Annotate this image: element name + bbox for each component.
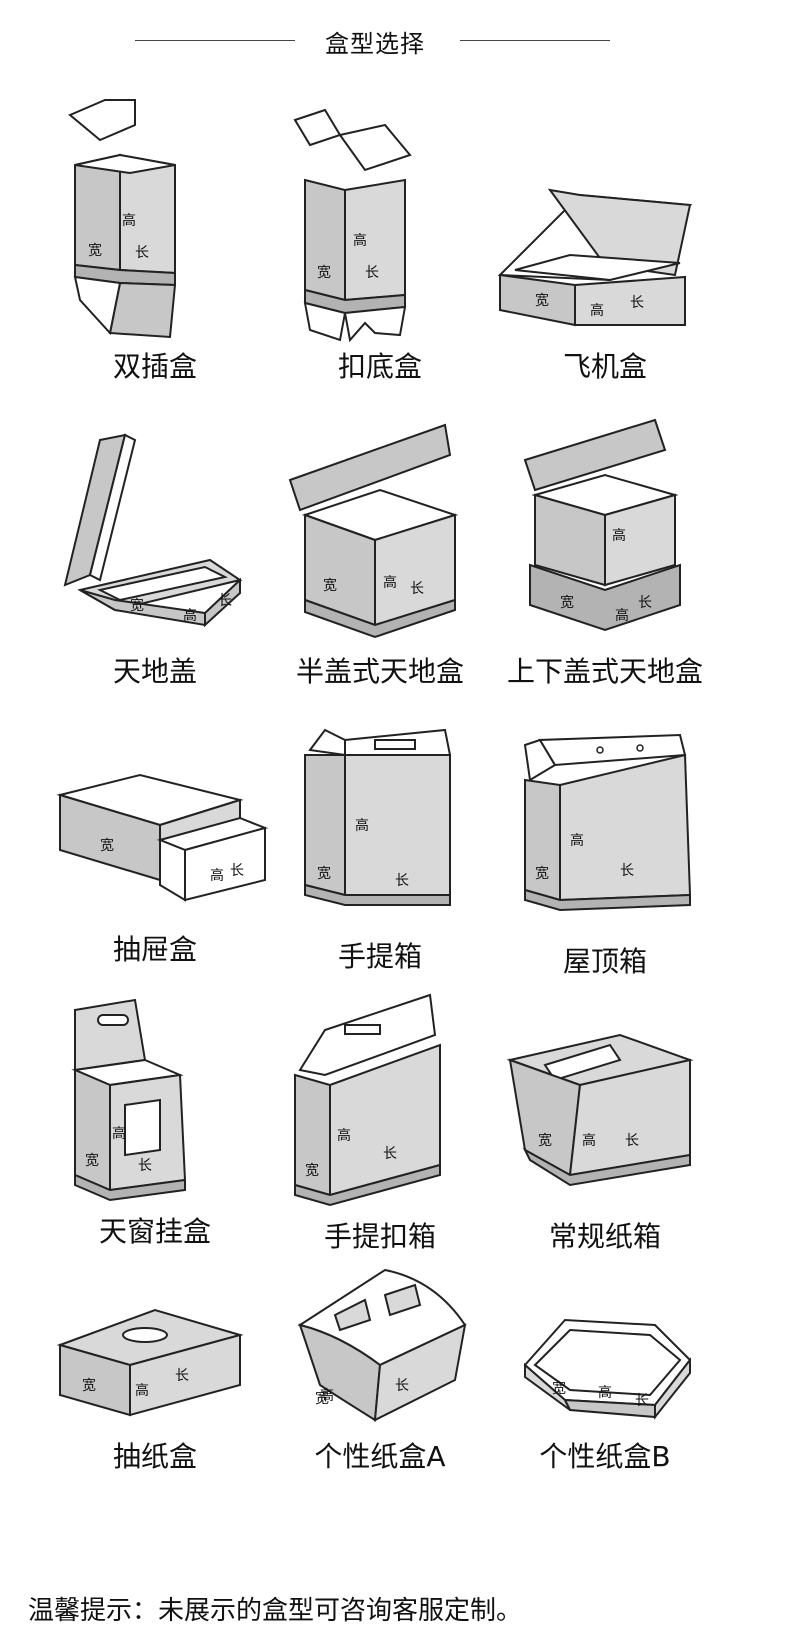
height-label: 高 (355, 817, 369, 834)
width-label: 宽 (88, 242, 102, 259)
height-label: 高 (112, 1125, 126, 1142)
length-label: 长 (620, 863, 634, 879)
length-label: 长 (218, 593, 232, 609)
height-label: 高 (183, 607, 197, 624)
height-label: 高 (210, 867, 224, 884)
mailer-box-icon: 宽 高 长 (497, 188, 693, 327)
box-option-custom-tray-a[interactable]: 高 宽 长 个性纸盒A (265, 1268, 495, 1585)
width-label: 宽 (552, 1380, 566, 1397)
box-option-tissue[interactable]: 宽 高 长 抽纸盒 (40, 1285, 270, 1585)
length-label: 长 (395, 873, 409, 889)
height-label: 高 (383, 574, 397, 591)
lock-bottom-box-icon: 宽 高 长 (293, 108, 412, 343)
length-label: 长 (230, 863, 244, 879)
length-label: 长 (410, 581, 424, 597)
lid-base-box-icon: 宽 高 长 (63, 433, 243, 628)
box-label: 天窗挂盒 (98, 1215, 211, 1248)
box-option-lock-bottom[interactable]: 宽 高 长 扣底盒 (265, 95, 495, 395)
height-label: 高 (122, 212, 136, 229)
footer-note: 温馨提示：未展示的盒型可咨询客服定制。 (28, 1596, 523, 1626)
length-label: 长 (138, 1158, 152, 1174)
length-label: 长 (135, 245, 149, 261)
top-bottom-lid-box-icon: 宽 高 高 长 (523, 418, 681, 632)
box-label: 手提扣箱 (323, 1220, 436, 1253)
header-divider-left (135, 40, 295, 41)
length-label: 长 (365, 265, 379, 281)
width-label: 宽 (535, 292, 549, 309)
box-option-drawer[interactable]: 宽 高 长 抽屉盒 (40, 710, 270, 1010)
box-label: 屋顶箱 (562, 945, 647, 978)
box-option-half-lid[interactable]: 宽 高 长 半盖式天地盒 (265, 415, 495, 715)
box-label: 手提箱 (337, 940, 422, 973)
width-label: 宽 (317, 865, 331, 882)
tuck-end-box-icon: 宽 高 长 (68, 99, 177, 339)
box-label: 上下盖式天地盒 (506, 655, 703, 688)
height-label: 高 (135, 1382, 149, 1399)
length-label: 长 (395, 1378, 409, 1394)
header-divider-right (460, 40, 610, 41)
width-label: 宽 (315, 1390, 329, 1407)
length-label: 长 (175, 1368, 189, 1384)
handle-lock-carton-icon: 宽 高 长 (294, 993, 441, 1207)
height-label: 高 (353, 232, 367, 249)
box-option-tuck-end[interactable]: 宽 高 长 双插盒 (40, 95, 270, 395)
box-option-gable-top[interactable]: 宽 高 长 屋顶箱 (490, 710, 720, 1010)
height-label: 高 (570, 832, 584, 849)
drawer-box-icon: 宽 高 长 (56, 773, 269, 902)
box-label: 抽纸盒 (112, 1440, 197, 1473)
box-label: 抽屉盒 (112, 933, 197, 966)
custom-tray-a-icon: 高 宽 长 (297, 1268, 467, 1422)
width-label: 宽 (560, 594, 574, 611)
box-option-top-bottom-lid[interactable]: 宽 高 高 长 上下盖式天地盒 (490, 415, 720, 715)
half-lid-box-icon: 宽 高 长 (288, 423, 459, 639)
box-label: 飞机盒 (562, 350, 647, 383)
length-label: 长 (383, 1146, 397, 1162)
height-label: 高 (320, 1387, 334, 1404)
width-label: 宽 (538, 1132, 552, 1149)
height-label: 高 (612, 527, 626, 544)
width-label: 宽 (535, 865, 549, 882)
width-label: 宽 (100, 837, 114, 854)
gable-top-box-icon: 宽 高 长 (523, 733, 692, 912)
box-option-mailer[interactable]: 宽 高 长 飞机盒 (490, 95, 720, 395)
height-label: 高 (337, 1127, 351, 1144)
height-label: 高 (598, 1384, 612, 1401)
box-label: 个性纸盒A (314, 1440, 446, 1473)
handle-carton-icon: 宽 高 长 (304, 728, 452, 906)
length-label: 长 (638, 595, 652, 611)
box-option-custom-hexagon-tray-b[interactable]: 宽 高 长 个性纸盒B (490, 1285, 720, 1585)
box-option-handle-carton[interactable]: 宽 高 长 手提箱 (265, 710, 495, 1010)
box-label: 常规纸箱 (548, 1220, 661, 1253)
width-label: 宽 (82, 1377, 96, 1394)
box-option-handle-lock-carton[interactable]: 宽 高 长 手提扣箱 (265, 990, 495, 1290)
width-label: 宽 (317, 264, 331, 281)
box-label: 扣底盒 (337, 350, 422, 383)
box-option-window-hang[interactable]: 宽 高 长 天窗挂盒 (40, 990, 270, 1290)
width-label: 宽 (85, 1152, 99, 1169)
box-label: 双插盒 (112, 350, 197, 383)
length-label: 长 (630, 295, 644, 311)
height-label-base: 高 (615, 607, 629, 624)
height-label: 高 (582, 1132, 596, 1149)
box-option-standard-carton[interactable]: 宽 高 长 常规纸箱 (490, 990, 720, 1290)
page-title: 盒型选择 (325, 30, 425, 58)
length-label: 长 (625, 1133, 639, 1149)
standard-carton-icon: 宽 高 长 (506, 1033, 694, 1187)
length-label: 长 (635, 1393, 649, 1409)
tissue-box-icon: 宽 高 长 (56, 1308, 244, 1417)
height-label: 高 (590, 302, 604, 319)
width-label: 宽 (323, 577, 337, 594)
window-hang-box-icon: 宽 高 长 (71, 998, 187, 1202)
box-option-lid-base[interactable]: 宽 高 长 天地盖 (40, 415, 270, 715)
width-label: 宽 (305, 1162, 319, 1179)
box-label: 半盖式天地盒 (295, 655, 464, 688)
width-label: 宽 (130, 597, 144, 614)
custom-hexagon-tray-b-icon: 宽 高 长 (523, 1318, 692, 1420)
box-label: 个性纸盒B (539, 1440, 671, 1473)
box-label: 天地盖 (112, 655, 197, 688)
section-header: 盒型选择 (0, 18, 790, 58)
